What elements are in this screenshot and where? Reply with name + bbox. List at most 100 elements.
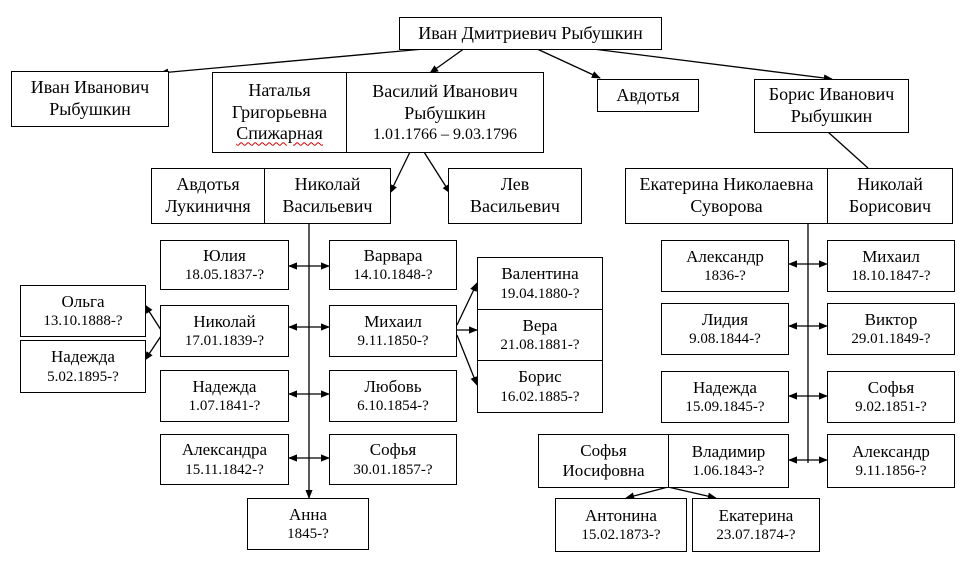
person-dates: 19.04.1880-?: [500, 285, 580, 302]
person-aleksandra: Александра 15.11.1842-?: [160, 434, 289, 485]
person-nadezhda: Надежда 1.07.1841-?: [160, 370, 289, 422]
person-name: Любовь: [364, 376, 422, 396]
person-sofya-iosifovna: Софья Иосифовна: [538, 434, 669, 488]
person-name: Надежда: [51, 347, 115, 367]
edge-vladimir-ekaterina: [667, 486, 717, 500]
edge-root-boris: [584, 47, 833, 82]
edge-nikolay-olga: [144, 304, 162, 331]
person-dates: 1.06.1843-?: [692, 463, 765, 480]
person-nikolay-borisovich: Николай Борисович: [827, 168, 953, 224]
person-dates: 9.11.1856-?: [855, 463, 927, 480]
person-dates: 14.10.1848-?: [353, 267, 433, 284]
person-dates: 1.07.1841-?: [188, 398, 261, 415]
edge-nikolay-nadezhda: [144, 335, 162, 361]
person-name: Александра: [181, 440, 268, 460]
person-sofya: Софья 30.01.1857-?: [329, 434, 457, 485]
person-name: Софья: [369, 440, 417, 460]
person-dates: 21.08.1881-?: [500, 337, 580, 354]
person-aleksandr-r2: Александр 9.11.1856-?: [827, 434, 955, 488]
person-nikolay: Николай 17.01.1839-?: [160, 305, 289, 357]
person-name: Вера: [522, 315, 558, 335]
person-name: Владимир: [691, 441, 766, 461]
person-name-line3: Спижарная: [236, 123, 323, 144]
person-valentina: Валентина 19.04.1880-?: [477, 257, 603, 310]
person-name: Иван Дмитриевич Рыбушкин: [418, 22, 643, 43]
person-nadezhda-r: Надежда 15.09.1845-?: [661, 371, 789, 423]
person-name: Екатерина Николаевна Суворова: [639, 174, 814, 216]
person-viktor: Виктор 29.01.1849-?: [827, 303, 955, 355]
person-name: Михаил: [364, 311, 422, 331]
person-varvara: Варвара 14.10.1848-?: [329, 240, 457, 290]
person-dates: 9.02.1851-?: [855, 399, 927, 416]
person-dates: 15.02.1873-?: [581, 527, 661, 544]
person-vera: Вера 21.08.1881-?: [477, 309, 603, 361]
person-name-line2: Григорьевна: [231, 101, 328, 122]
person-name: Екатерина: [718, 505, 794, 525]
person-name: Иван Иванович Рыбушкин: [30, 77, 150, 119]
person-dates: 18.05.1837-?: [184, 267, 265, 284]
person-dates: 17.01.1839-?: [184, 333, 265, 350]
person-dates: 13.10.1888-?: [43, 313, 123, 330]
person-dates: 5.02.1895-?: [47, 368, 119, 385]
person-name: Софья Иосифовна: [562, 440, 645, 480]
person-name: Лидия: [701, 309, 749, 329]
person-lev: Лев Васильевич: [448, 168, 582, 224]
person-dates: 9.11.1850-?: [357, 333, 429, 350]
person-name: Виктор: [864, 309, 918, 329]
person-aleksandr: Александр 1836-?: [661, 240, 789, 292]
person-name: Авдотья: [616, 84, 680, 105]
person-name: Анна: [288, 504, 328, 524]
person-name: Авдотья Лукиничня: [165, 174, 251, 216]
person-lidiya: Лидия 9.08.1844-?: [661, 303, 789, 355]
person-sofya-r: Софья 9.02.1851-?: [827, 371, 955, 423]
person-avdotya-lukinichna: Авдотья Лукиничня: [151, 168, 265, 224]
person-name: Софья: [867, 377, 915, 397]
person-name: Надежда: [192, 376, 257, 396]
person-dates: 23.07.1874-?: [716, 527, 796, 544]
person-name: Александр: [686, 246, 764, 266]
edge-mikhail-boris: [456, 334, 478, 386]
person-dates: 1.01.1766 – 9.03.1796: [373, 125, 517, 143]
person-boris: Борис 16.02.1885-?: [477, 360, 603, 413]
person-name: Борис: [518, 367, 562, 387]
person-olga: Ольга 13.10.1888-?: [20, 285, 146, 337]
edge-vasiliy-nikolay: [389, 151, 411, 194]
person-dates: 9.08.1844-?: [689, 331, 761, 348]
edge-mikhail-valentina: [456, 282, 478, 326]
person-name-line1: Наталья: [248, 80, 311, 101]
person-dates: 16.02.1885-?: [500, 388, 580, 405]
person-ivan-ivanovich: Иван Иванович Рыбушкин: [11, 71, 169, 127]
edge-vasiliy-lev: [423, 151, 451, 194]
person-name: Варвара: [363, 245, 423, 265]
person-ivan-dmitrievich: Иван Дмитриевич Рыбушкин: [399, 17, 662, 50]
person-yuliya: Юлия 18.05.1837-?: [160, 240, 289, 290]
edge-root-ivan: [159, 47, 436, 76]
person-name: Василий Иванович Рыбушкин: [372, 81, 518, 123]
person-dates: 1836-?: [704, 268, 746, 285]
person-name: Николай: [193, 311, 256, 331]
edge-root-vasiliy: [429, 47, 466, 74]
person-lyubov: Любовь 6.10.1854-?: [329, 370, 457, 422]
person-dates: 1845-?: [287, 526, 329, 543]
person-name: Николай Васильевич: [282, 174, 373, 216]
person-name: Борис Иванович Рыбушкин: [768, 84, 895, 126]
edge-boris-nikolay: [827, 131, 869, 169]
person-name: Николай Борисович: [848, 174, 932, 216]
person-ekaterina-suvorova: Екатерина Николаевна Суворова: [625, 168, 828, 224]
person-boris-ivanovich: Борис Иванович Рыбушкин: [754, 79, 909, 133]
person-antonina: Антонина 15.02.1873-?: [555, 498, 687, 552]
person-name: Надежда: [693, 377, 757, 397]
edge-vladimir-antonina: [625, 486, 669, 500]
person-dates: 6.10.1854-?: [357, 398, 429, 415]
person-dates: 30.01.1857-?: [353, 461, 433, 478]
person-vladimir: Владимир 1.06.1843-?: [668, 434, 789, 488]
person-anna: Анна 1845-?: [247, 498, 369, 550]
edge-root-avdotya: [534, 47, 601, 79]
person-dates: 15.11.1842-?: [185, 461, 264, 478]
person-mikhail: Михаил 9.11.1850-?: [329, 305, 457, 357]
person-natalya: Наталья Григорьевна Спижарная: [212, 72, 347, 153]
person-nadezhda-granddaughter: Надежда 5.02.1895-?: [20, 340, 146, 393]
person-ekaterina: Екатерина 23.07.1874-?: [692, 498, 820, 552]
person-name: Юлия: [203, 245, 246, 265]
